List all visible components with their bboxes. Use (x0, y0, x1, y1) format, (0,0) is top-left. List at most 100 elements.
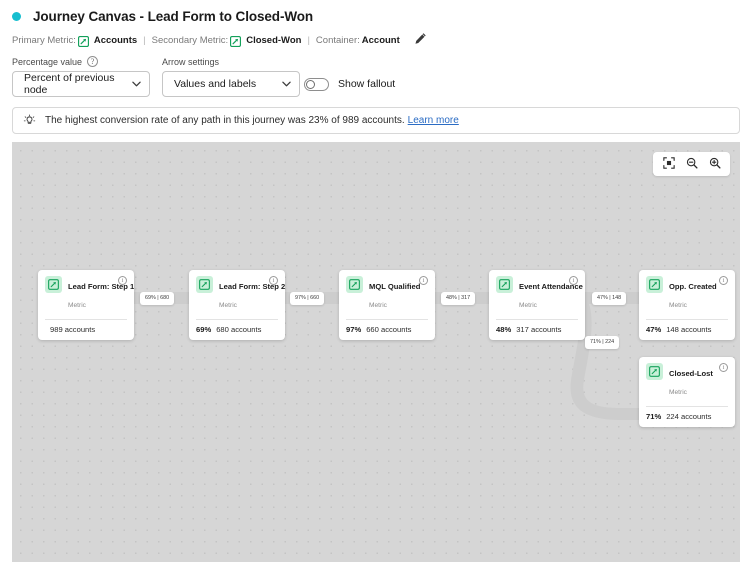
journey-node-lead-form-step-1[interactable]: Lead Form: Step 1 Metric i 989 accounts (38, 270, 134, 340)
node-subtitle: Metric (519, 302, 537, 309)
arrow-settings-group: Arrow settings Values and labels Show fa… (162, 57, 395, 97)
node-info-icon[interactable]: i (118, 276, 127, 285)
meta-separator-2: | (307, 34, 310, 46)
node-titles: MQL Qualified Metric (369, 276, 420, 312)
node-value: 989 accounts (50, 325, 96, 334)
percentage-value-selected: Percent of previous node (24, 72, 115, 96)
metric-exit-icon (196, 276, 213, 293)
node-title: Opp. Created (669, 282, 717, 291)
edge-label-event-lost[interactable]: 71% | 224 (585, 336, 620, 349)
node-footer: 48% 317 accounts (496, 320, 578, 340)
node-divider (346, 319, 428, 320)
node-title: Closed-Lost (669, 369, 713, 378)
node-titles: Event Attendance Metric (519, 276, 583, 312)
zoom-in-button[interactable] (703, 153, 726, 175)
node-subtitle: Metric (219, 302, 237, 309)
arrow-settings-label-row: Arrow settings (162, 57, 395, 67)
metric-exit-icon (45, 276, 62, 293)
node-divider (646, 406, 728, 407)
edge-band-branch (570, 292, 642, 420)
journey-edges (122, 291, 649, 421)
zoom-out-button[interactable] (680, 153, 703, 175)
journey-node-lead-form-step-2[interactable]: Lead Form: Step 2 Metric i 69% 680 accou… (189, 270, 285, 340)
node-subtitle: Metric (669, 302, 687, 309)
node-info-icon[interactable]: i (719, 363, 728, 372)
node-info-icon[interactable]: i (419, 276, 428, 285)
pencil-icon (414, 32, 427, 48)
node-subtitle: Metric (68, 302, 86, 309)
percentage-value-label-row: Percentage value ? (12, 56, 150, 67)
node-info-icon[interactable]: i (719, 276, 728, 285)
node-footer: 47% 148 accounts (646, 320, 728, 340)
node-divider (196, 319, 278, 320)
node-divider (45, 319, 127, 320)
node-header: Event Attendance Metric i (496, 276, 583, 312)
show-fallout-toggle[interactable] (304, 77, 329, 91)
canvas-toolbar (653, 152, 730, 176)
node-titles: Closed-Lost Metric (669, 363, 716, 399)
metric-exit-icon (230, 35, 242, 47)
node-value: 660 accounts (366, 325, 412, 334)
metric-summary-bar: Primary Metric: Accounts | Secondary Met… (0, 30, 750, 52)
node-percent: 71% (646, 412, 662, 421)
edge-label-step1-step2[interactable]: 69% | 680 (140, 292, 175, 305)
edge-label-mql-event[interactable]: 48% | 317 (441, 292, 476, 305)
node-value: 680 accounts (216, 325, 262, 334)
node-header: Opp. Created Metric i (646, 276, 728, 312)
node-info-icon[interactable]: i (269, 276, 278, 285)
node-value: 224 accounts (666, 412, 712, 421)
metric-exit-icon (646, 276, 663, 293)
node-divider (646, 319, 728, 320)
arrow-settings-select[interactable]: Values and labels (162, 71, 300, 97)
toggle-knob (306, 79, 315, 89)
node-divider (496, 319, 578, 320)
node-percent: 48% (496, 325, 512, 334)
journey-node-closed-lost[interactable]: Closed-Lost Metric i 71% 224 accounts (639, 357, 735, 427)
controls-bar: Percentage value ? Percent of previous n… (0, 52, 750, 105)
status-dot (12, 11, 21, 21)
node-header: Lead Form: Step 1 Metric i (45, 276, 134, 312)
node-percent: 69% (196, 325, 212, 334)
zoom-in-icon (709, 157, 721, 172)
journey-node-mql-qualified[interactable]: MQL Qualified Metric i 97% 660 accounts (339, 270, 435, 340)
node-subtitle: Metric (369, 302, 387, 309)
primary-metric-value: Accounts (93, 34, 138, 46)
show-fallout-group: Show fallout (304, 71, 395, 97)
metric-exit-icon (646, 363, 663, 380)
learn-more-link[interactable]: Learn more (407, 115, 459, 126)
node-value: 317 accounts (516, 325, 562, 334)
journey-canvas[interactable]: Lead Form: Step 1 Metric i 989 accounts … (12, 142, 740, 562)
secondary-metric-value: Closed-Won (246, 34, 302, 46)
node-subtitle: Metric (669, 389, 687, 396)
arrow-settings-label: Arrow settings (162, 57, 220, 67)
node-header: Closed-Lost Metric i (646, 363, 728, 399)
container-value: Account (361, 34, 400, 46)
fit-to-screen-icon (662, 156, 675, 172)
show-fallout-label: Show fallout (338, 78, 396, 90)
node-footer: 97% 660 accounts (346, 320, 428, 340)
container-label: Container: (315, 34, 360, 46)
node-percent: 97% (346, 325, 362, 334)
edge-label-step2-mql[interactable]: 97% | 660 (290, 292, 325, 305)
node-value: 148 accounts (666, 325, 712, 334)
page-title: Journey Canvas - Lead Form to Closed-Won (33, 8, 314, 24)
journey-node-event-attendance[interactable]: Event Attendance Metric i 48% 317 accoun… (489, 270, 585, 340)
question-circle-icon[interactable]: ? (87, 56, 99, 67)
percentage-value-select[interactable]: Percent of previous node (12, 71, 150, 97)
edge-label-event-opp[interactable]: 47% | 148 (592, 292, 627, 305)
insight-banner-text: The highest conversion rate of any path … (45, 115, 405, 126)
node-footer: 989 accounts (45, 320, 127, 340)
edit-journey-button[interactable] (412, 31, 430, 49)
page-header: Journey Canvas - Lead Form to Closed-Won (0, 0, 750, 30)
journey-node-opp-created[interactable]: Opp. Created Metric i 47% 148 accounts (639, 270, 735, 340)
node-title: MQL Qualified (369, 282, 421, 291)
fit-to-screen-button[interactable] (657, 153, 680, 175)
zoom-out-icon (686, 157, 698, 172)
arrow-settings-selected: Values and labels (174, 78, 257, 90)
node-titles: Opp. Created Metric (669, 276, 717, 312)
meta-separator-1: | (143, 34, 146, 46)
node-info-icon[interactable]: i (569, 276, 578, 285)
node-titles: Lead Form: Step 1 Metric (68, 276, 134, 312)
percentage-value-label: Percentage value (12, 56, 83, 67)
lightbulb-icon (23, 114, 36, 127)
